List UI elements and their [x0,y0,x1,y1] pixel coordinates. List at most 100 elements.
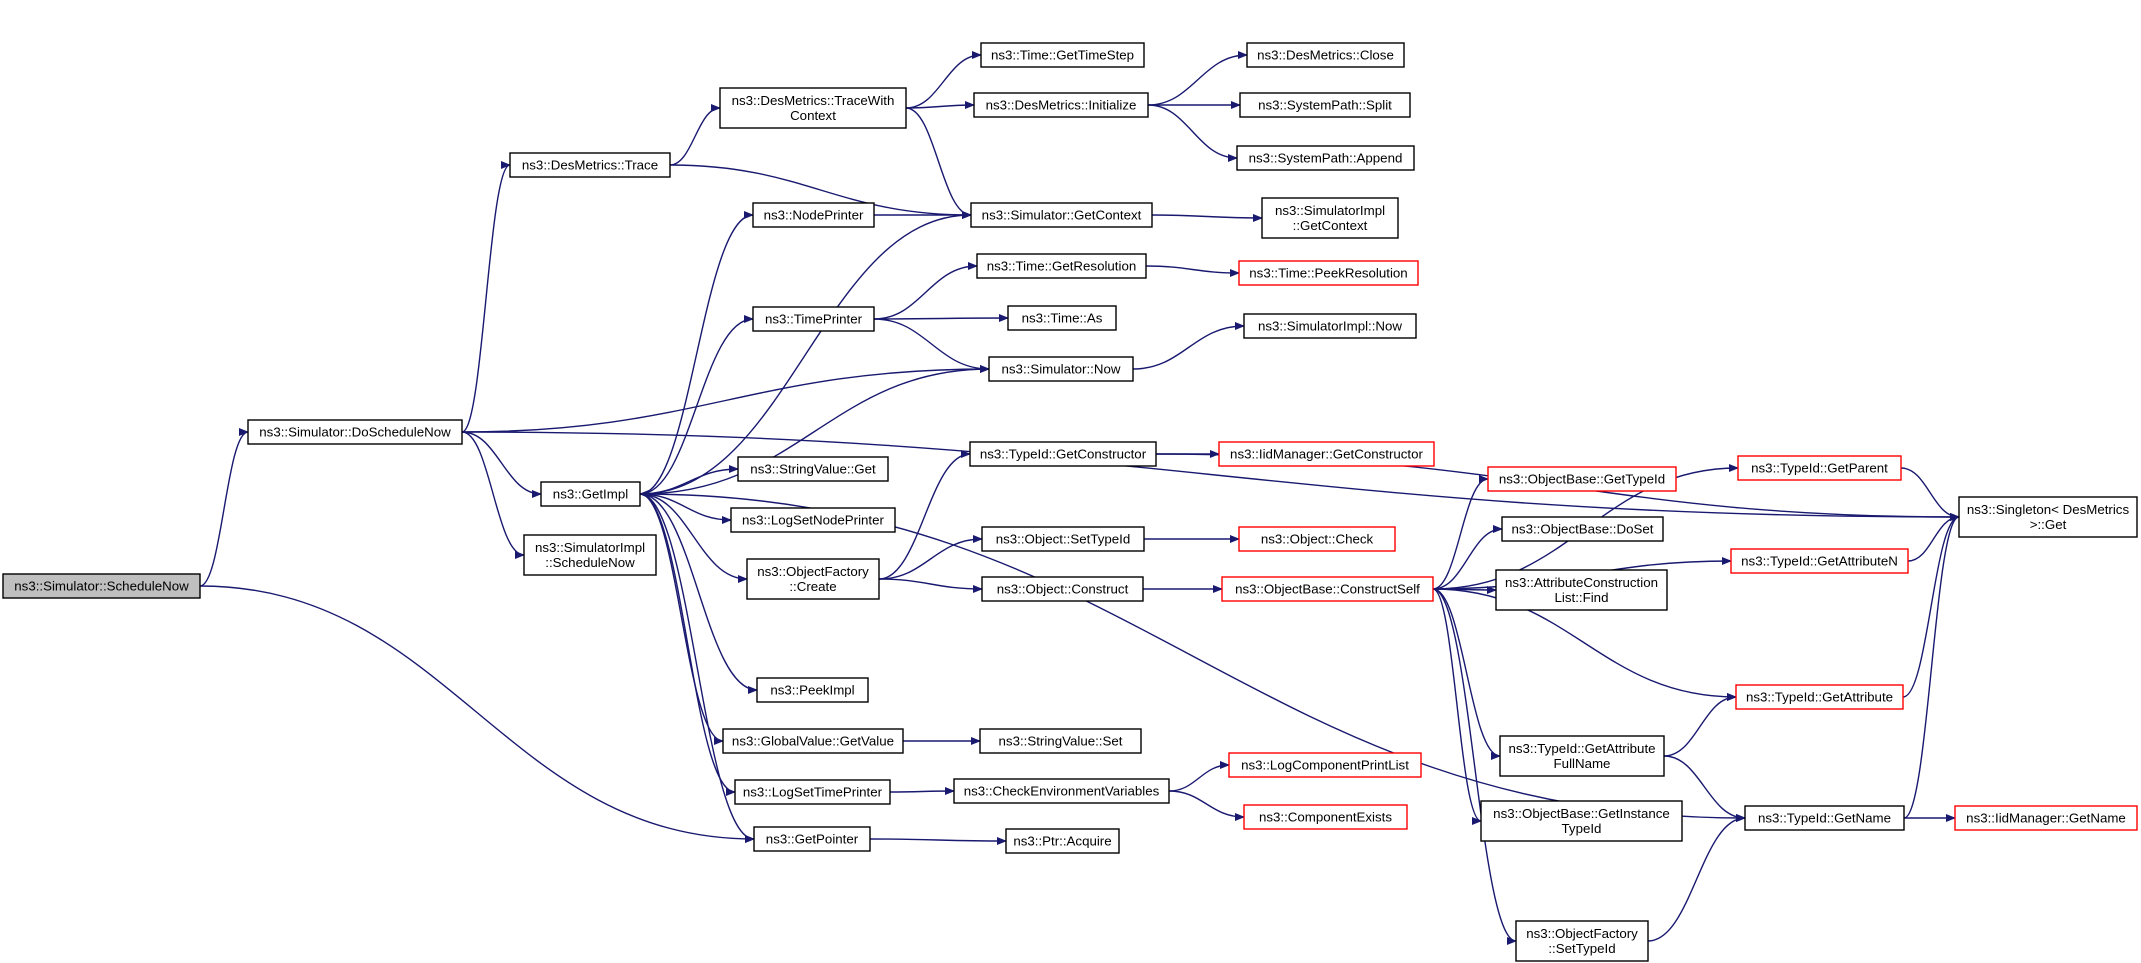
edge-getimpl-to-objectfactorycreate [639,493,748,583]
edge-line [461,365,990,433]
node-timegettimestep[interactable]: ns3::Time::GetTimeStep [980,42,1145,68]
node-label: ns3::SystemPath::Split [1258,98,1392,113]
edge-line [1432,525,1503,590]
node-label: ns3::TypeId::GetParent [1751,461,1888,476]
node-systempathsplit[interactable]: ns3::SystemPath::Split [1239,92,1411,118]
node-desmetricsclose[interactable]: ns3::DesMetrics::Close [1246,42,1405,68]
node-label: FullName [1554,756,1611,771]
edge-doschedulenow-to-simulatornow [461,365,990,433]
edge-checkenvvars-to-logcomponentprintlist [1168,761,1230,792]
node-objbasedoset[interactable]: ns3::ObjectBase::DoSet [1501,516,1664,542]
node-simimplgetcontext[interactable]: ns3::SimulatorImpl::GetContext [1261,197,1399,239]
node-ptracquire[interactable]: ns3::Ptr::Acquire [1005,828,1120,854]
node-stringvalueget[interactable]: ns3::StringValue::Get [737,456,889,482]
node-box [1730,548,1909,574]
node-objbasegettypeid[interactable]: ns3::ObjectBase::GetTypeId [1487,466,1677,492]
node-logsetnodeprinter[interactable]: ns3::LogSetNodePrinter [730,507,896,533]
node-typeidgetattributen[interactable]: ns3::TypeId::GetAttributeN [1730,548,1909,574]
node-globalvaluegetvalue[interactable]: ns3::GlobalValue::GetValue [722,728,904,754]
edge-line [1145,265,1240,277]
edge-line [1647,814,1746,942]
node-objectcheck[interactable]: ns3::Object::Check [1238,526,1396,552]
node-objectsettypeid[interactable]: ns3::Object::SetTypeId [981,526,1145,552]
node-box [746,558,880,600]
node-label: ns3::Time::PeekResolution [1249,266,1407,281]
node-box [988,356,1134,382]
node-box [1243,804,1408,830]
edge-line [639,465,739,495]
node-label: ns3::SimulatorImpl [535,540,645,555]
node-iidgetname[interactable]: ns3::IidManager::GetName [1954,805,2138,831]
node-objectfactorycreate[interactable]: ns3::ObjectFactory::Create [746,558,880,600]
node-objfactorysettypeid[interactable]: ns3::ObjectFactory::SetTypeId [1515,920,1649,962]
node-getimpl[interactable]: ns3::GetImpl [540,481,641,507]
edge-line [905,107,972,219]
node-label: ns3::CheckEnvironmentVariables [964,784,1160,799]
edge-checkenvvars-to-componentexists [1168,790,1245,821]
node-schedulenow[interactable]: ns3::Simulator::ScheduleNow [2,573,201,599]
edge-desmetricstrace-to-tracewithcontext [669,104,721,166]
node-simimplschedulenow[interactable]: ns3::SimulatorImpl::ScheduleNow [523,534,657,576]
node-label: ns3::IidManager::GetName [1966,811,2126,826]
edge-line [639,493,724,745]
node-typeidgetparent[interactable]: ns3::TypeId::GetParent [1737,455,1902,481]
node-logcomponentprintlist[interactable]: ns3::LogComponentPrintList [1228,752,1422,778]
node-typeidgetconstructor[interactable]: ns3::TypeId::GetConstructor [969,441,1157,467]
node-peekimpl[interactable]: ns3::PeekImpl [756,677,869,703]
node-label: ns3::ObjectBase::GetTypeId [1499,472,1665,487]
node-simimplnow[interactable]: ns3::SimulatorImpl::Now [1243,313,1417,339]
node-typeidgetname[interactable]: ns3::TypeId::GetName [1744,805,1905,831]
node-timeas[interactable]: ns3::Time::As [1007,305,1117,331]
edge-line [878,535,983,580]
node-logsettimeprinter[interactable]: ns3::LogSetTimePrinter [734,779,891,805]
edge-timeprinter-to-timegetresolution [873,262,978,320]
node-componentexists[interactable]: ns3::ComponentExists [1243,804,1408,830]
edge-simgetcontext-to-simimplgetcontext [1151,213,1263,222]
node-label: ::ScheduleNow [545,555,635,570]
node-label: ns3::LogComponentPrintList [1241,758,1409,773]
node-label: ns3::Singleton< DesMetrics [1967,502,2130,517]
node-label: ns3::DesMetrics::TraceWith [732,93,895,108]
node-timepeekresolution[interactable]: ns3::Time::PeekResolution [1238,260,1419,286]
node-doschedulenow[interactable]: ns3::Simulator::DoScheduleNow [247,419,463,445]
node-objectconstruct[interactable]: ns3::Object::Construct [981,576,1144,602]
node-desmetricsinit[interactable]: ns3::DesMetrics::Initialize [973,92,1149,118]
edge-line [878,450,971,580]
node-systempathappend[interactable]: ns3::SystemPath::Append [1236,145,1415,171]
edge-line [873,318,990,373]
node-box [1495,569,1668,611]
node-label: ns3::Time::As [1022,311,1103,326]
node-simgetcontext[interactable]: ns3::Simulator::GetContext [970,202,1153,228]
node-label: ns3::Object::SetTypeId [996,532,1131,547]
edge-line [1432,475,1489,590]
node-simulatornow[interactable]: ns3::Simulator::Now [988,356,1134,382]
node-checkenvvars[interactable]: ns3::CheckEnvironmentVariables [953,778,1170,804]
node-constructself[interactable]: ns3::ObjectBase::ConstructSelf [1221,576,1434,602]
node-box [753,826,871,852]
node-stringvalueset[interactable]: ns3::StringValue::Set [979,728,1142,754]
edge-objectfactorycreate-to-objectconstruct [878,578,983,593]
node-desmetricstrace[interactable]: ns3::DesMetrics::Trace [509,152,671,178]
node-typeidgetattribute[interactable]: ns3::TypeId::GetAttribute [1735,684,1904,710]
node-label: ns3::StringValue::Get [750,462,876,477]
node-iidgetconstructor[interactable]: ns3::IidManager::GetConstructor [1218,441,1435,467]
node-box [1487,466,1677,492]
node-label: ns3::AttributeConstruction [1505,575,1658,590]
node-box [1737,455,1902,481]
node-label: ::GetContext [1293,218,1368,233]
node-nodeprinter[interactable]: ns3::NodePrinter [752,202,875,228]
node-singletonget[interactable]: ns3::Singleton< DesMetrics>::Get [1958,496,2138,538]
node-box [1515,920,1649,962]
node-timeprinter[interactable]: ns3::TimePrinter [752,306,875,332]
node-label: ns3::DesMetrics::Close [1257,48,1394,63]
node-label: ns3::StringValue::Set [999,734,1123,749]
edge-line [1900,467,1960,521]
node-getpointer[interactable]: ns3::GetPointer [753,826,871,852]
node-label: ::SetTypeId [1548,941,1615,956]
node-timegetresolution[interactable]: ns3::Time::GetResolution [976,253,1147,279]
node-box [1501,516,1664,542]
